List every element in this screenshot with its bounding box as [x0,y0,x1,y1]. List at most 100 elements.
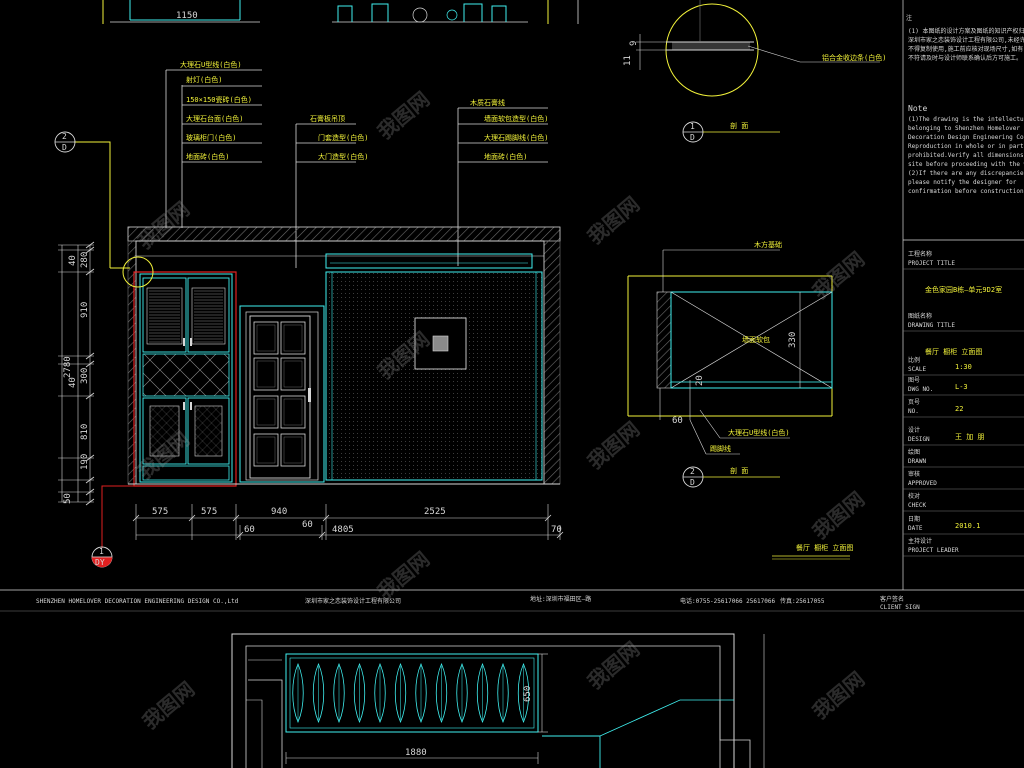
title-row-value: 王 加 朋 [955,432,984,441]
svg-text:2: 2 [690,467,695,476]
svg-text:40: 40 [68,377,78,388]
svg-text:1880: 1880 [405,748,427,758]
marker-leaders [74,141,134,548]
svg-text:60: 60 [302,520,313,530]
svg-text:4805: 4805 [332,525,354,535]
svg-text:40: 40 [68,255,78,266]
callout-right-title: 木质石膏线 [470,98,505,107]
svg-text:60: 60 [672,416,683,426]
svg-text:1: 1 [99,547,104,556]
callouts-middle: 石膏板吊顶 门套造型(白色) 大门造型(白色) [295,114,368,268]
notes-cn-line: 深圳市家之恋装饰设计工程有限公司,未经许可 [908,36,1024,44]
notes-block: 注 (1) 本图纸的设计方案及图纸的知识产权归属于深圳市家之恋装饰设计工程有限公… [902,0,1024,590]
section-marker-2[interactable]: 1 D 剖 面 [682,121,780,143]
title-row-label-cn: 日期 [908,515,920,523]
left-dimension-chain: 40 280 910 2780 40 300 810 190 50 [58,241,95,506]
title-row-label-en: CHECK [908,502,926,509]
notes-cn-line: 不得复制使用,施工前应核对现场尺寸,如有 [908,45,1023,53]
svg-text:910: 910 [80,302,90,318]
title-row-label-en: DRAWN [908,458,926,465]
svg-text:D: D [690,478,695,487]
title-row-value: 22 [955,405,963,413]
title-row-value: 餐厅 橱柜 立面图 [925,347,982,356]
title-row-label-en: SCALE [908,366,926,373]
footer-company-cn: 深圳市家之恋装饰设计工程有限公司 [305,597,401,605]
title-row-label-en: DRAWING TITLE [908,322,955,329]
title-row-label-cn: 校对 [908,492,920,500]
section-marker-1[interactable]: 2 D [54,131,76,153]
notes-en-line: please notify the designer for [908,179,1017,186]
watermark-text: 我图网 [133,197,194,254]
top-dimension: 1150 [176,11,198,21]
footer-fax: 传真:25617055 [780,597,825,605]
watermark-text: 我图网 [808,667,869,724]
watermark-text: 我图网 [138,677,199,734]
svg-text:810: 810 [80,424,90,440]
callouts-left: 大理石U型线(白色) 射灯(白色) 150×150瓷砖(白色) 大理石台面(白色… [165,60,262,228]
notes-en-line: Decoration Design Engineering Co.,Ltd. [908,134,1024,141]
title-row-value: 2010.1 [955,522,980,530]
svg-text:575: 575 [201,507,217,517]
footer-phone: 电话:0755-25617066 25617066 [680,597,775,605]
callout-left-2: 射灯(白色) [186,75,222,84]
title-row-label-cn: 图号 [908,377,920,384]
title-row-value: 金色家园B栋—单元9D2室 [925,285,1002,294]
title-row-label-cn: 工程名称 [908,250,932,258]
title-row-value: L-3 [955,383,968,391]
svg-text:11: 11 [623,55,633,66]
title-row-label-en: NO. [908,408,919,415]
section-marker-5[interactable]: 1 DY [91,546,113,568]
title-row-label-en: APPROVED [908,480,937,487]
svg-text:Note: Note [908,104,927,113]
title-row-label-cn: 图纸名称 [908,312,932,320]
svg-text:剖 面: 剖 面 [730,121,748,130]
footer-client-en: CLIENT SIGN [880,604,920,611]
svg-text:2525: 2525 [424,507,446,517]
title-row-label-en: DWG NO. [908,386,933,393]
title-row-label-en: PROJECT TITLE [908,260,955,267]
title-row-value: 1:30 [955,363,972,371]
svg-text:D: D [690,133,695,142]
watermark-text: 我图网 [583,637,644,694]
notes-en-line: confirmation before construction. [908,188,1024,195]
notes-en-line: site before proceeding with the work. [908,161,1024,168]
title-row-label-cn: 主持设计 [908,537,932,545]
notes-cn-line: 不符请及时与设计师联系确认后方可施工。 [908,54,1022,62]
title-row-label-cn: 绘图 [908,448,920,456]
callout-left-5: 玻璃柜门(白色) [186,133,236,142]
svg-text:注: 注 [906,14,912,22]
svg-text:940: 940 [271,507,287,517]
svg-text:190: 190 [80,454,90,470]
watermark-text: 我图网 [583,192,644,249]
svg-text:50: 50 [63,493,73,504]
callout-left-3: 150×150瓷砖(白色) [186,95,252,104]
notes-en-line: prohibited.Verify all dimensions on [908,152,1024,159]
svg-text:剖 面: 剖 面 [730,466,748,475]
callout-mid-title: 石膏板吊顶 [310,114,345,123]
watermark-text: 我图网 [583,417,644,474]
svg-text:280: 280 [80,252,90,268]
notes-cn-line: (1) 本图纸的设计方案及图纸的知识产权归属于 [908,27,1024,35]
svg-text:575: 575 [152,507,168,517]
detail-circle: 9 11 铝合金收边条(白色) [623,0,886,97]
detail-section-box: 木方基础 墙面软包 330 20 60 大理石U型线(白色) 踢脚线 [627,240,833,455]
title-row-label-en: DATE [908,525,923,532]
elevation-caption: 餐厅 橱柜 立面图 [772,543,853,560]
callout-right-2: 大理石踢脚线(白色) [484,133,548,142]
notes-en-line: (1)The drawing is the intellectual prope… [908,116,1024,123]
notes-en-line: (2)If there are any discrepancies, [908,170,1024,177]
svg-text:木方基础: 木方基础 [754,240,782,249]
svg-text:大理石U型线(白色): 大理石U型线(白色) [728,428,790,437]
notes-en-line: belonging to Shenzhen Homelover [908,125,1020,132]
svg-text:20: 20 [695,375,705,386]
svg-text:330: 330 [788,332,798,348]
section-marker-3[interactable]: 2 D 剖 面 [682,466,780,488]
callout-right-3: 地面砖(白色) [484,152,527,161]
notes-en-line: Reproduction in whole or in part is [908,143,1024,150]
bottom-plan-drawing: 650 1880 [231,633,765,768]
footer-address: 地址:深圳市福田区—路 [530,595,591,603]
watermark-text: 我图网 [373,87,434,144]
callout-left-1: 大理石U型线(白色) [180,60,242,69]
